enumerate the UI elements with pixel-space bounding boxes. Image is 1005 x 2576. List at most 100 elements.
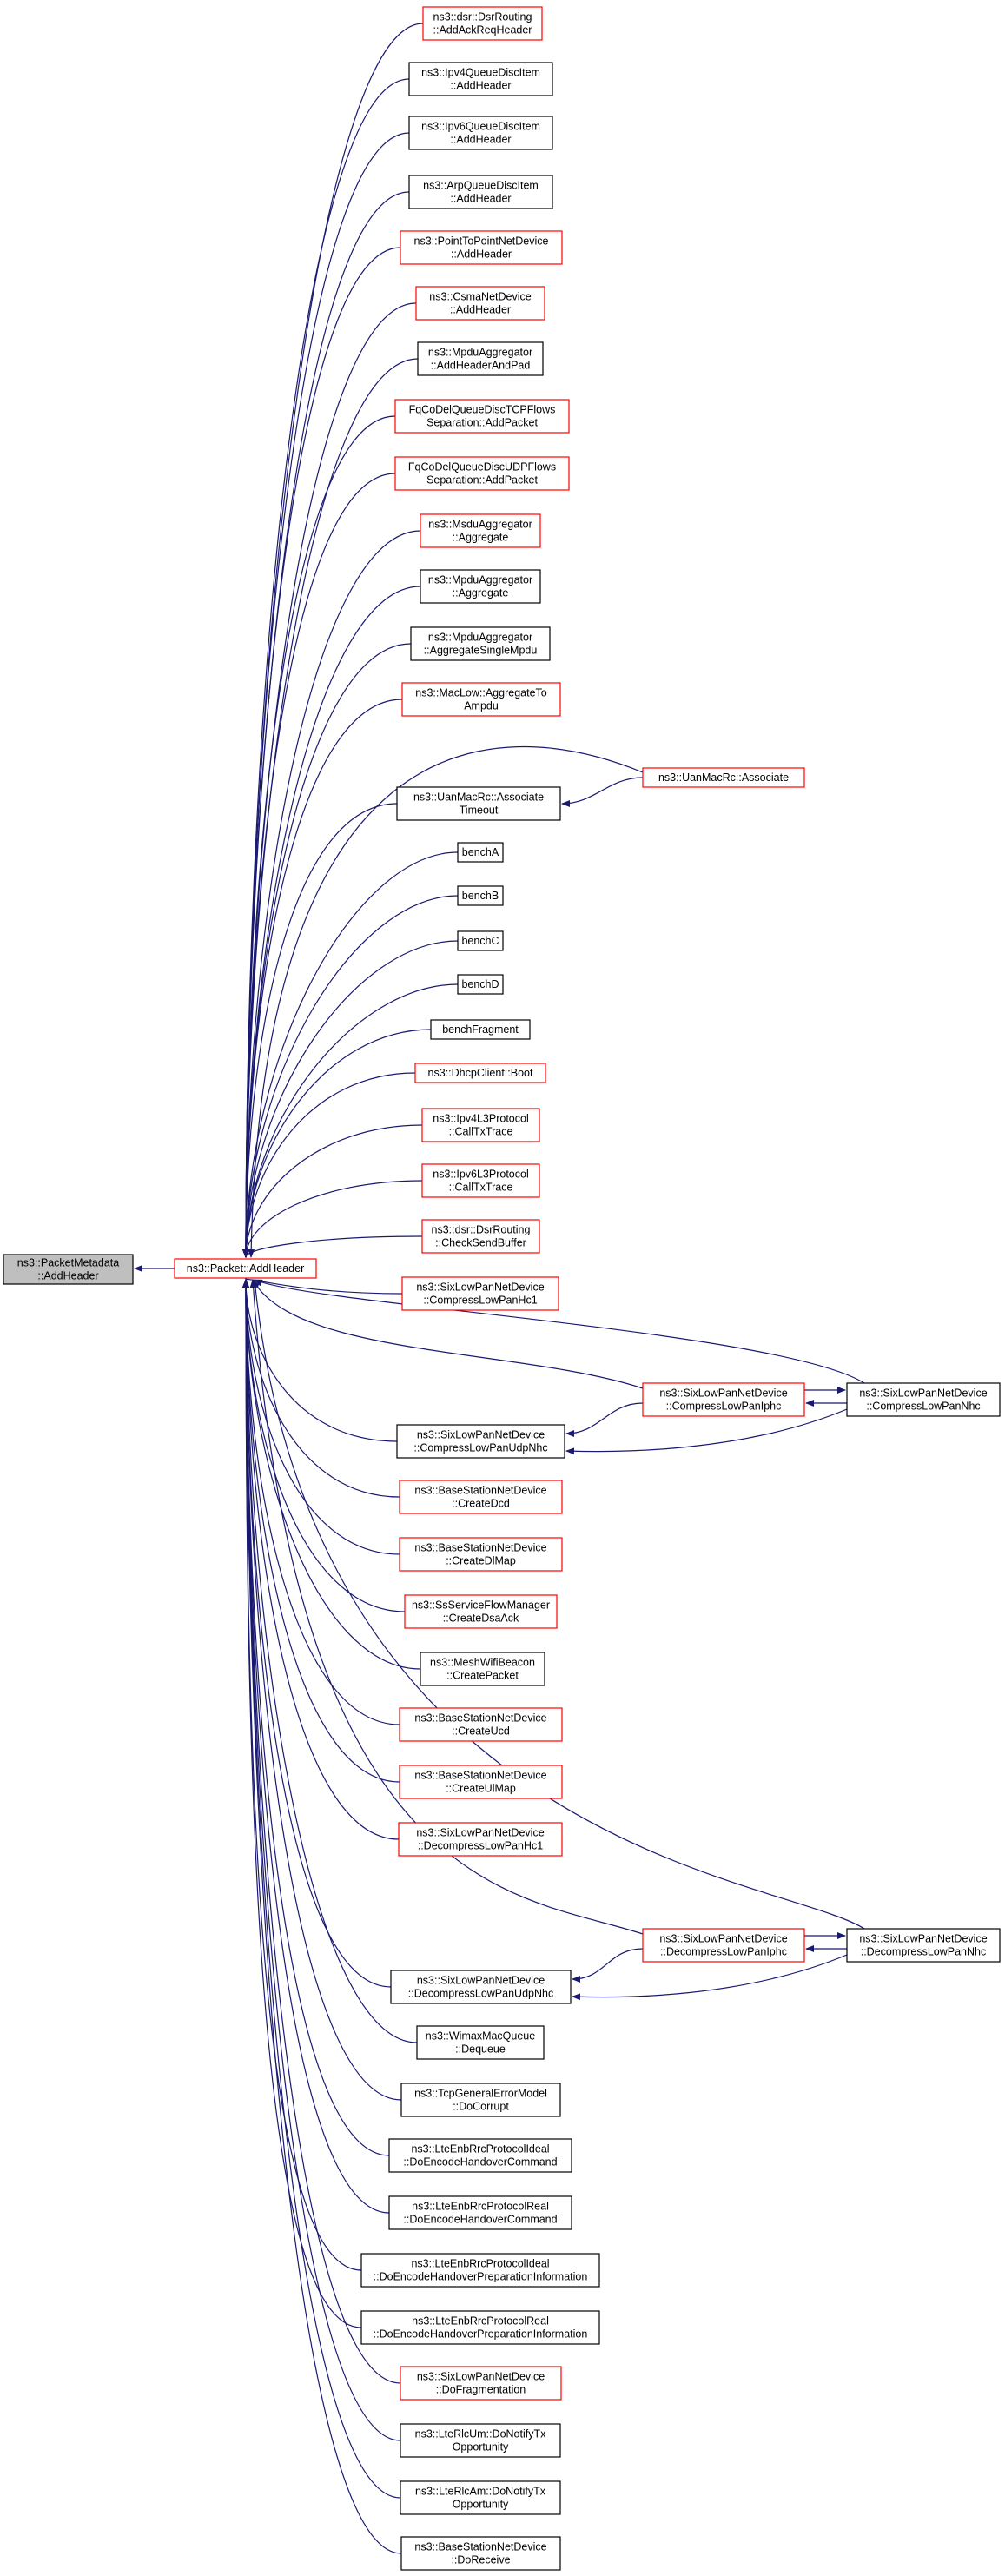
graph-node-fqcodelqueuedisctcpflows-separation-addpacket[interactable]: FqCoDelQueueDiscTCPFlowsSeparation::AddP… — [394, 399, 570, 434]
graph-node-ns3-basestationnetdevice-createdcd[interactable]: ns3::BaseStationNetDevice::CreateDcd — [399, 1480, 563, 1514]
node-label-line: ::DoEncodeHandoverPreparationInformation — [374, 2328, 588, 2341]
node-label-line: FqCoDelQueueDiscTCPFlows — [409, 404, 556, 416]
node-label-line: ::DecompressLowPanNhc — [861, 1946, 987, 1958]
node-box — [420, 1652, 545, 1686]
node-box — [398, 1822, 563, 1857]
node-box — [400, 2423, 561, 2458]
graph-node-ns3-sixlowpannetdevice-compresslowpannhc[interactable]: ns3::SixLowPanNetDevice::CompressLowPanN… — [846, 1382, 1001, 1417]
graph-node-ns3-sixlowpannetdevice-compresslowpanhc1[interactable]: ns3::SixLowPanNetDevice::CompressLowPanH… — [401, 1276, 559, 1311]
node-label-line: ns3::dsr::DsrRouting — [432, 1224, 531, 1236]
node-box — [408, 175, 553, 209]
graph-node-ns3-sixlowpannetdevice-decompresslowpanhc1[interactable]: ns3::SixLowPanNetDevice::DecompressLowPa… — [398, 1822, 563, 1857]
graph-node-ns3-dhcpclient-boot[interactable]: ns3::DhcpClient::Boot — [414, 1063, 546, 1083]
graph-node-ns3-mpduaggregator-aggregatesinglempdu[interactable]: ns3::MpduAggregator::AggregateSingleMpdu — [410, 626, 551, 661]
node-label-line: ns3::LteEnbRrcProtocolReal — [412, 2315, 549, 2328]
graph-node-ns3-mpduaggregator-aggregate[interactable]: ns3::MpduAggregator::Aggregate — [420, 569, 541, 604]
edge-n34-to-hub — [242, 1279, 418, 2043]
graph-node-ns3-lteenbrrcprotocolideal-doencodehandovercommand[interactable]: ns3::LteEnbRrcProtocolIdeal::DoEncodeHan… — [388, 2138, 572, 2173]
graph-node-ns3-lteenbrrcprotocolideal-doencodehandoverpreparationinformation[interactable]: ns3::LteEnbRrcProtocolIdeal::DoEncodeHan… — [360, 2253, 600, 2288]
graph-node-fqcodelqueuediscudpflows-separation-addpacket[interactable]: FqCoDelQueueDiscUDPFlowsSeparation::AddP… — [394, 456, 570, 491]
graph-node-ns3-basestationnetdevice-doreceive[interactable]: ns3::BaseStationNetDevice::DoReceive — [400, 2536, 561, 2571]
graph-node-ns3-sixlowpannetdevice-decompresslowpanudpnhc[interactable]: ns3::SixLowPanNetDevice::DecompressLowPa… — [390, 1970, 572, 2004]
node-label-line: ns3::UanMacRc::Associate — [413, 791, 544, 804]
graph-node-ns3-packetmetadata-addheader[interactable]: ns3::PacketMetadata::AddHeader — [3, 1254, 134, 1285]
graph-node-ns3-tcpgeneralerrormodel-docorrupt[interactable]: ns3::TcpGeneralErrorModel::DoCorrupt — [400, 2083, 561, 2117]
node-label-line: ::DecompressLowPanHc1 — [418, 1840, 544, 1852]
nodes-layer: ns3::PacketMetadata::AddHeader ns3::Packe… — [3, 6, 1001, 2571]
graph-node-ns3-dsr-dsrrouting-addackreqheader[interactable]: ns3::dsr::DsrRouting::AddAckReqHeader — [422, 6, 543, 41]
edge-n04-to-hub — [242, 191, 410, 1258]
node-box — [400, 2536, 561, 2571]
graph-node-bencha[interactable]: benchA — [457, 842, 504, 863]
node-label-line: ::DoFragmentation — [436, 2384, 526, 2396]
graph-node-ns3-sixlowpannetdevice-decompresslowpannhc[interactable]: ns3::SixLowPanNetDevice::DecompressLowPa… — [846, 1928, 1001, 1963]
graph-node-benchc[interactable]: benchC — [457, 930, 504, 951]
graph-node-benchfragment[interactable]: benchFragment — [430, 1019, 531, 1040]
edge-n25-to-hub — [242, 1279, 398, 1442]
edge-n16-to-hub — [242, 895, 459, 1258]
edge-n10-to-hub — [242, 530, 421, 1258]
graph-node-ns3-csmanetdevice-addheader[interactable]: ns3::CsmaNetDevice::AddHeader — [415, 286, 545, 321]
node-label-line: ns3::WimaxMacQueue — [426, 2030, 535, 2043]
graph-node-ns3-sixlowpannetdevice-decompresslowpaniphc[interactable]: ns3::SixLowPanNetDevice::DecompressLowPa… — [642, 1928, 805, 1963]
node-label-line: ns3::SixLowPanNetDevice — [417, 1429, 545, 1441]
graph-node-ns3-sixlowpannetdevice-dofragmentation[interactable]: ns3::SixLowPanNetDevice::DoFragmentation — [400, 2366, 562, 2401]
node-label-line: Separation::AddPacket — [426, 417, 538, 429]
graph-node-ns3-ipv4queuediscitem-addheader[interactable]: ns3::Ipv4QueueDiscItem::AddHeader — [408, 62, 553, 96]
graph-node-ns3-dsr-dsrrouting-checksendbuffer[interactable]: ns3::dsr::DsrRouting::CheckSendBuffer — [421, 1219, 540, 1254]
graph-node-ns3-packet-addheader[interactable]: ns3::Packet::AddHeader — [174, 1258, 317, 1279]
node-label-line: ::AddHeader — [450, 134, 511, 146]
node-box — [642, 1928, 805, 1963]
graph-node-ns3-lteenbrrcprotocolreal-doencodehandovercommand[interactable]: ns3::LteEnbRrcProtocolReal::DoEncodeHand… — [388, 2195, 572, 2230]
graph-node-ns3-ssserviceflowmanager-createdsaack[interactable]: ns3::SsServiceFlowManager::CreateDsaAck — [404, 1594, 558, 1629]
edge-n24-to-hub — [242, 1271, 403, 1295]
node-label-line: ::DecompressLowPanIphc — [660, 1946, 787, 1958]
graph-node-ns3-pointtopointnetdevice-addheader[interactable]: ns3::PointToPointNetDevice::AddHeader — [400, 230, 563, 265]
node-box — [399, 1537, 563, 1572]
graph-node-benchb[interactable]: benchB — [457, 885, 504, 906]
graph-node-ns3-lteenbrrcprotocolreal-doencodehandoverpreparationinformation[interactable]: ns3::LteEnbRrcProtocolReal::DoEncodeHand… — [360, 2310, 600, 2345]
graph-node-ns3-arpqueuediscitem-addheader[interactable]: ns3::ArpQueueDiscItem::AddHeader — [408, 175, 553, 209]
node-label-line: ::AddAckReqHeader — [433, 24, 532, 36]
node-label-line: ns3::MpduAggregator — [428, 574, 532, 586]
edge-n26-to-hub — [242, 1279, 400, 1498]
node-box — [420, 513, 541, 548]
node-box — [457, 842, 504, 863]
edge-n12-to-hub — [242, 643, 412, 1258]
node-box — [421, 1219, 540, 1254]
graph-node-ns3-msduaggregator-aggregate[interactable]: ns3::MsduAggregator::Aggregate — [420, 513, 541, 548]
graph-node-ns3-ipv6queuediscitem-addheader[interactable]: ns3::Ipv6QueueDiscItem::AddHeader — [408, 116, 553, 150]
node-label-line: ns3::Ipv4L3Protocol — [433, 1113, 529, 1125]
node-label-line: benchB — [462, 890, 499, 902]
graph-node-ns3-basestationnetdevice-createdlmap[interactable]: ns3::BaseStationNetDevice::CreateDlMap — [399, 1537, 563, 1572]
graph-node-benchd[interactable]: benchD — [457, 974, 504, 995]
edge-n21-to-hub — [242, 1124, 423, 1258]
node-box — [394, 456, 570, 491]
node-box — [400, 230, 563, 265]
node-box — [415, 286, 545, 321]
graph-node-ns3-meshwifibeacon-createpacket[interactable]: ns3::MeshWifiBeacon::CreatePacket — [420, 1652, 545, 1686]
edge-n01-to-hub — [242, 23, 424, 1258]
edge-compress-nhc-to-hub — [254, 1279, 865, 1384]
graph-node-ns3-sixlowpannetdevice-compresslowpaniphc[interactable]: ns3::SixLowPanNetDevice::CompressLowPanI… — [642, 1382, 805, 1417]
node-label-line: ::DoEncodeHandoverCommand — [403, 2214, 557, 2226]
edge-n27-to-hub — [242, 1279, 400, 1555]
graph-node-ns3-basestationnetdevice-createucd[interactable]: ns3::BaseStationNetDevice::CreateUcd — [399, 1707, 563, 1742]
graph-node-ns3-wimaxmacqueue-dequeue[interactable]: ns3::WimaxMacQueue::Dequeue — [416, 2025, 545, 2060]
graph-node-ns3-ipv4l3protocol-calltxtrace[interactable]: ns3::Ipv4L3Protocol::CallTxTrace — [421, 1108, 540, 1142]
graph-node-ns3-uanmacrc-associate[interactable]: ns3::UanMacRc::Associate — [642, 767, 805, 788]
graph-node-ns3-ipv6l3protocol-calltxtrace[interactable]: ns3::Ipv6L3Protocol::CallTxTrace — [421, 1163, 540, 1198]
edge-decompress-iphc-to-udpnhc — [572, 1948, 644, 1983]
node-label-line: ns3::BaseStationNetDevice — [414, 1712, 546, 1725]
graph-node-ns3-mpduaggregator-addheaderandpad[interactable]: ns3::MpduAggregator::AddHeaderAndPad — [417, 341, 544, 376]
node-box — [421, 1108, 540, 1142]
graph-node-ns3-sixlowpannetdevice-compresslowpanudpnhc[interactable]: ns3::SixLowPanNetDevice::CompressLowPanU… — [396, 1424, 565, 1459]
node-label-line: ns3::SixLowPanNetDevice — [417, 1975, 545, 1987]
node-label-line: ::DecompressLowPanUdpNhc — [408, 1988, 553, 2000]
graph-node-ns3-basestationnetdevice-createulmap[interactable]: ns3::BaseStationNetDevice::CreateUlMap — [399, 1765, 563, 1799]
